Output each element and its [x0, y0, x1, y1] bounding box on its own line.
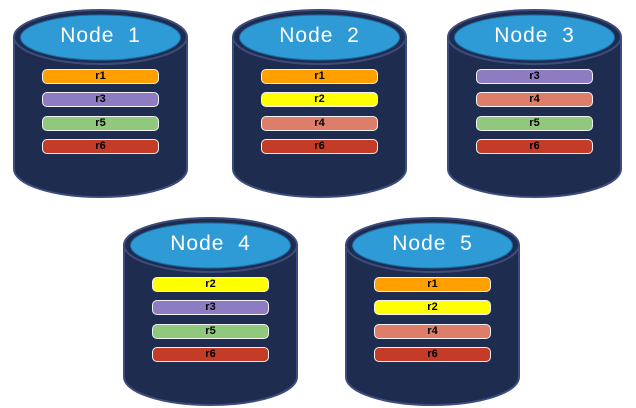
cylinder-top-cap: [239, 14, 400, 61]
replica-bar: r5: [42, 116, 159, 131]
db-node-2: Node 2 r1 r2 r4 r6: [231, 8, 408, 200]
replica-bar: r3: [42, 92, 159, 107]
replica-bar: r2: [152, 277, 269, 292]
db-node-4: Node 4 r2 r3 r5 r6: [122, 216, 299, 408]
cylinder-top-cap: [352, 222, 513, 269]
cylinder-top-cap: [20, 14, 181, 61]
node-title: Node 3: [494, 24, 575, 47]
replica-bar: r1: [42, 69, 159, 84]
replica-bar: r6: [42, 139, 159, 154]
node-title: Node 1: [60, 24, 141, 47]
db-node-5: Node 5 r1 r2 r4 r6: [344, 216, 521, 408]
replica-bar: r4: [261, 116, 378, 131]
replica-bar: r5: [152, 324, 269, 339]
db-node-3: Node 3 r3 r4 r5 r6: [446, 8, 623, 200]
node-title: Node 5: [392, 232, 473, 255]
replica-bar: r4: [476, 92, 593, 107]
replica-bar: r4: [374, 324, 491, 339]
replica-bar: r6: [261, 139, 378, 154]
node-title: Node 4: [170, 232, 251, 255]
replica-bar: r2: [261, 92, 378, 107]
replica-bar: r6: [152, 347, 269, 362]
replica-bar: r2: [374, 300, 491, 315]
replica-bar: r6: [374, 347, 491, 362]
replica-bar: r3: [152, 300, 269, 315]
replica-bar: r1: [374, 277, 491, 292]
cylinder-top-cap: [130, 222, 291, 269]
replica-bar: r5: [476, 116, 593, 131]
cylinder-top-cap: [454, 14, 615, 61]
replica-bar: r1: [261, 69, 378, 84]
node-title: Node 2: [279, 24, 360, 47]
db-node-1: Node 1 r1 r3 r5 r6: [12, 8, 189, 200]
replica-bar: r3: [476, 69, 593, 84]
replica-bar: r6: [476, 139, 593, 154]
